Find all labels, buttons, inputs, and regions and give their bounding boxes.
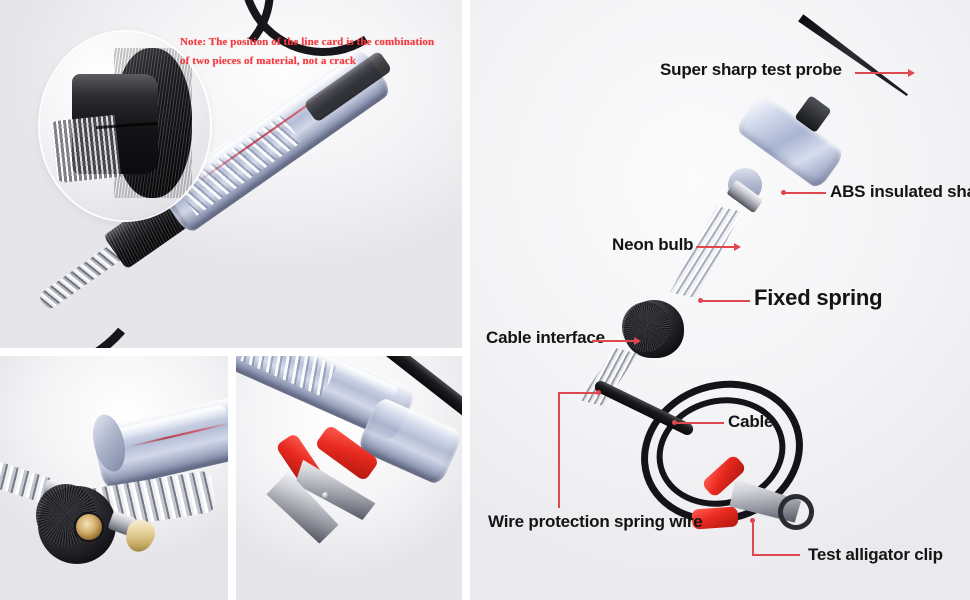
interface-knurl-ring	[622, 302, 670, 352]
leader-dot-wire-spring	[596, 390, 601, 395]
callout-label-interface: Cable interface	[486, 328, 605, 347]
leader-dot-spring	[698, 298, 703, 303]
panel-right-diagram: Super sharp test probe ABS insulated sha…	[470, 0, 970, 600]
callout-label-wire-spring: Wire protection spring wire	[488, 512, 703, 531]
leader-cable	[676, 422, 724, 424]
leader-wire-spring-horizontal	[558, 392, 598, 394]
leader-clip-horizontal	[752, 554, 800, 556]
panel-bottom-left-parts	[0, 356, 228, 600]
leader-interface	[592, 340, 636, 342]
panel-top-left-detail: Note: The position of the line card is t…	[0, 0, 462, 348]
leader-arrow-probe	[908, 69, 915, 77]
callout-label-spring: Fixed spring	[754, 285, 883, 310]
leader-dot-shank	[781, 190, 786, 195]
leader-clip-vertical	[752, 520, 754, 556]
leader-shank	[784, 192, 826, 194]
leader-dot-cable	[672, 420, 677, 425]
callout-label-cable: Cable	[728, 412, 774, 431]
leader-wire-spring-vertical	[558, 392, 560, 508]
leader-arrow-neon	[734, 243, 741, 251]
leader-arrow-interface	[634, 337, 641, 345]
panel-bottom-middle-clip	[236, 356, 462, 600]
leader-spring	[702, 300, 750, 302]
callout-label-probe: Super sharp test probe	[660, 60, 842, 79]
callout-label-shank: ABS insulated shank	[830, 182, 970, 201]
note-line-1: Note: The position of the line card is t…	[180, 36, 435, 48]
leader-neon	[696, 246, 736, 248]
clip-pivot-rivet	[322, 492, 329, 499]
brass-contact-eye	[76, 514, 102, 540]
magnifier-inset	[40, 32, 210, 220]
note-line-2: of two pieces of material, not a crack	[180, 55, 357, 67]
callout-label-neon: Neon bulb	[612, 235, 694, 254]
leader-probe	[855, 72, 910, 74]
callout-label-clip: Test alligator clip	[808, 545, 943, 564]
